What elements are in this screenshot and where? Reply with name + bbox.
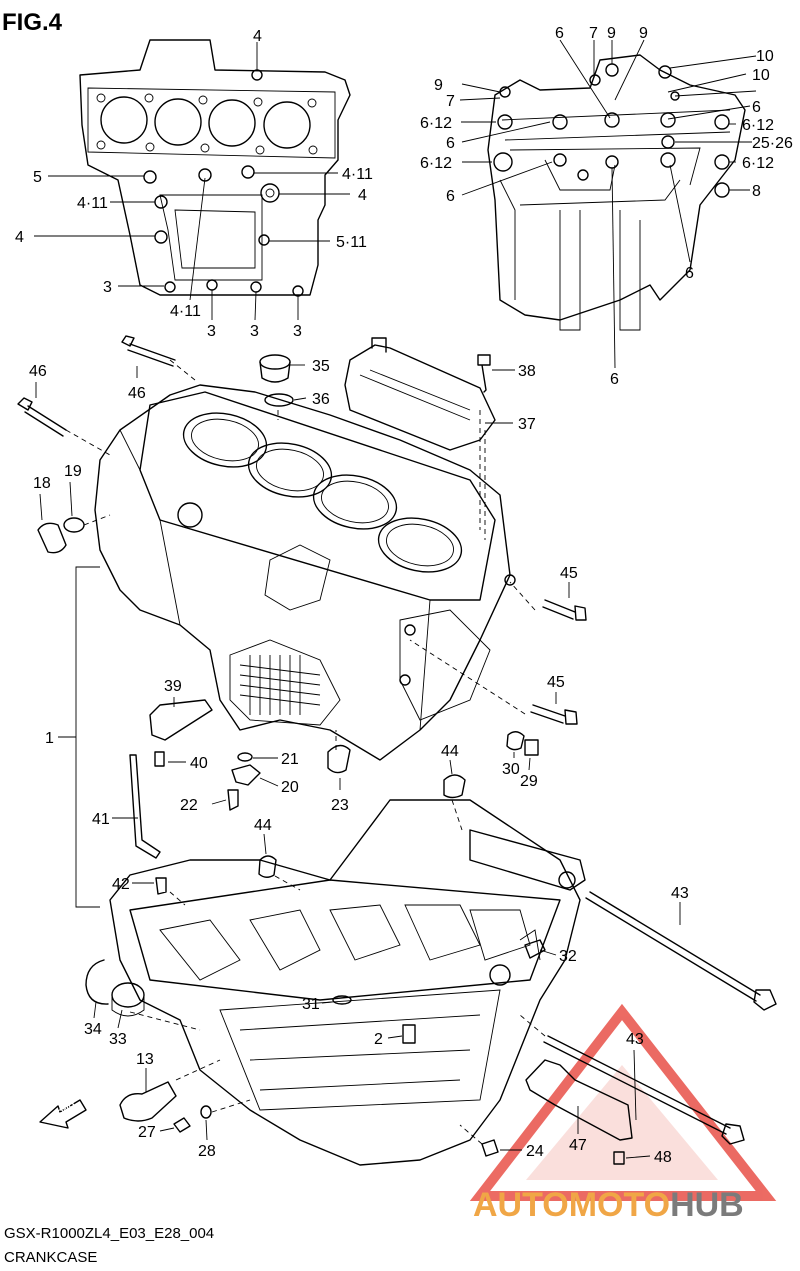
callout-main: 45 <box>560 565 578 582</box>
callout-top-right: 6·12 <box>420 155 452 172</box>
watermark-text: AUTOMOTOHUB <box>473 1186 744 1224</box>
callout-top-left: 5·11 <box>336 234 367 251</box>
callout-main: 44 <box>254 817 272 834</box>
fwd-arrow-icon <box>39 1099 87 1129</box>
watermark-text-auto: AUTOMOTO <box>473 1186 670 1224</box>
callout-top-right: 10 <box>752 67 770 84</box>
callout-top-right: 6·12 <box>420 115 452 132</box>
callout-main: 41 <box>92 811 110 828</box>
callout-main: 13 <box>136 1051 154 1068</box>
callout-main: 30 <box>502 761 520 778</box>
callout-main: 33 <box>109 1031 127 1048</box>
callout-main: 43 <box>626 1031 644 1048</box>
callout-main: 31 <box>302 996 320 1013</box>
callout-main: 18 <box>33 475 51 492</box>
diagram-code: GSX-R1000ZL4_E03_E28_004 <box>4 1225 214 1242</box>
callout-top-left: 3 <box>207 323 216 340</box>
callout-main: 45 <box>547 674 565 691</box>
callout-main: 20 <box>281 779 299 796</box>
callout-top-right: 7 <box>446 93 455 110</box>
callout-top-right: 8 <box>752 183 761 200</box>
callout-main: 44 <box>441 743 459 760</box>
callout-main: 37 <box>518 416 536 433</box>
callout-top-right: 9 <box>607 25 616 42</box>
callout-main: 32 <box>559 948 577 965</box>
callout-main: 38 <box>518 363 536 380</box>
watermark-logo-icon <box>469 1003 777 1201</box>
callout-top-right: 9 <box>639 25 648 42</box>
cylinder-gasket-face-inset <box>79 39 351 297</box>
callout-main: 46 <box>29 363 47 380</box>
lower-crankcase <box>109 799 586 1166</box>
callout-top-left: 4 <box>253 28 262 45</box>
callout-main: 28 <box>198 1143 216 1160</box>
upper-crankcase <box>94 384 516 761</box>
callout-top-left: 4 <box>358 187 367 204</box>
callout-top-left: 4·11 <box>77 195 108 212</box>
callout-main: 43 <box>671 885 689 902</box>
callout-top-right: 9 <box>434 77 443 94</box>
callout-top-left: 5 <box>33 169 42 186</box>
callout-main: 22 <box>180 797 198 814</box>
callout-main: 35 <box>312 358 330 375</box>
callout-main: 39 <box>164 678 182 695</box>
callout-main: 27 <box>138 1124 156 1141</box>
callout-main: 47 <box>569 1137 587 1154</box>
callout-top-right: 6 <box>685 265 694 282</box>
callout-main: 2 <box>374 1031 383 1048</box>
callout-main: 29 <box>520 773 538 790</box>
lower-small-parts <box>39 754 777 1165</box>
diagram-caption: CRANKCASE <box>4 1249 97 1266</box>
fwd-arrow-label: FWD <box>54 1100 77 1119</box>
oil-gallery-inset <box>487 54 746 331</box>
callout-main: 46 <box>128 385 146 402</box>
callout-main: 24 <box>526 1143 544 1160</box>
callout-top-right: 6·12 <box>742 155 774 172</box>
callout-top-right: 6 <box>610 371 619 388</box>
callout-top-right: 6 <box>752 99 761 116</box>
watermark-text-hub: HUB <box>670 1186 744 1224</box>
callout-top-left: 3 <box>103 279 112 296</box>
callout-main: 23 <box>331 797 349 814</box>
callout-main: 42 <box>112 876 130 893</box>
callout-top-left: 3 <box>250 323 259 340</box>
callout-main: 48 <box>654 1149 672 1166</box>
callout-top-right: 6 <box>555 25 564 42</box>
callout-main: 1 <box>45 730 54 747</box>
callout-main: 36 <box>312 391 330 408</box>
callout-top-right: 10 <box>756 48 774 65</box>
callout-top-right: 7 <box>589 25 598 42</box>
callout-main: 34 <box>84 1021 102 1038</box>
upper-small-parts <box>17 335 587 811</box>
callout-top-left: 4 <box>15 229 24 246</box>
callout-top-left: 3 <box>293 323 302 340</box>
callout-top-left: 4·11 <box>170 303 201 320</box>
callout-top-right: 25·26 <box>752 135 793 152</box>
callout-main: 40 <box>190 755 208 772</box>
callout-top-right: 6 <box>446 135 455 152</box>
callout-main: 19 <box>64 463 82 480</box>
callout-main: 21 <box>281 751 299 768</box>
callout-top-left: 4·11 <box>342 166 373 183</box>
figure-label: FIG.4 <box>2 9 63 36</box>
callout-top-right: 6 <box>446 188 455 205</box>
callout-top-right: 6·12 <box>742 117 774 134</box>
